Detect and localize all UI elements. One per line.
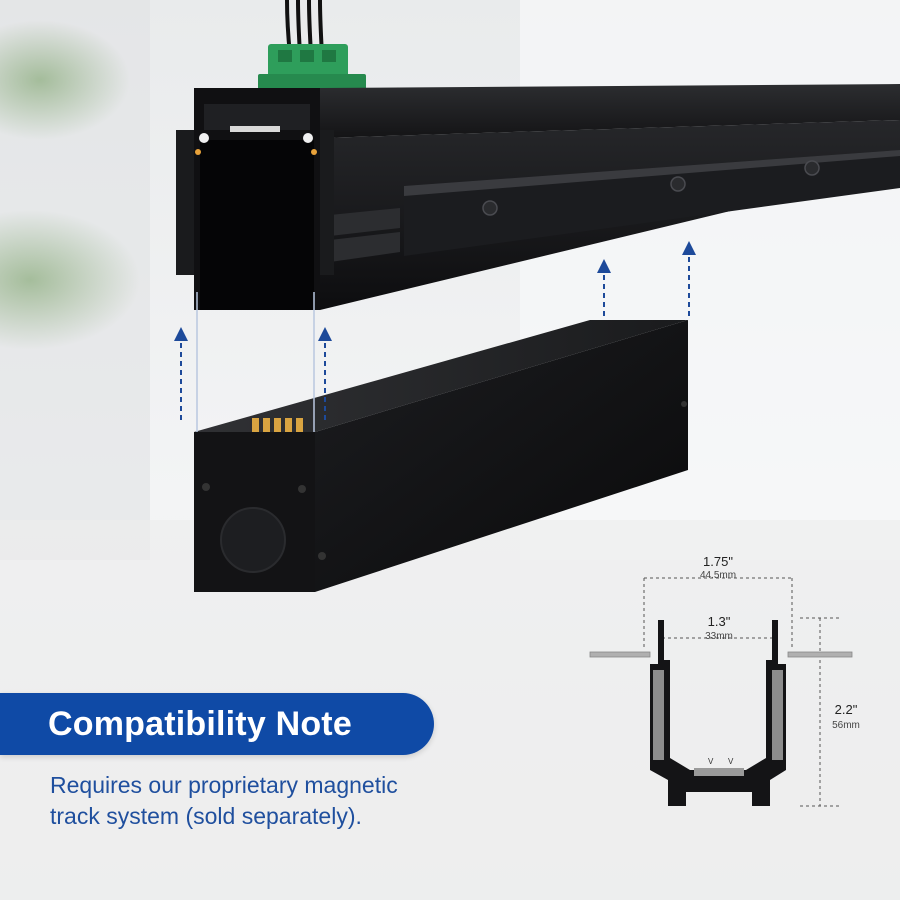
svg-text:V: V bbox=[728, 757, 734, 766]
outer-width-inches: 1.75" bbox=[703, 554, 733, 569]
green-terminal-connector bbox=[258, 44, 366, 90]
svg-text:V: V bbox=[708, 757, 714, 766]
alignment-guides bbox=[174, 241, 696, 432]
profile-dimension-diagram: V V 1.75" 44.5mm 1.3" 33mm 2.2" 56mm bbox=[589, 554, 860, 807]
compatibility-note-line-1: Requires our proprietary magnetic bbox=[50, 772, 398, 798]
depth-mm: 56mm bbox=[832, 720, 860, 731]
pogo-pin-contacts bbox=[252, 418, 303, 432]
outer-width-mm: 44.5mm bbox=[700, 570, 736, 581]
depth-inches: 2.2" bbox=[835, 702, 858, 717]
linear-led-fixture bbox=[194, 320, 688, 592]
inner-width-mm: 33mm bbox=[705, 631, 733, 642]
compatibility-note-badge: Compatibility Note bbox=[0, 693, 434, 755]
compatibility-note-heading: Compatibility Note bbox=[48, 704, 352, 743]
track-end-profile bbox=[176, 88, 334, 310]
compatibility-note-text: Requires our proprietary magnetic track … bbox=[50, 770, 470, 832]
magnetic-track-rail bbox=[320, 84, 900, 310]
compatibility-note-line-2: track system (sold separately). bbox=[50, 803, 362, 829]
inner-width-inches: 1.3" bbox=[708, 614, 731, 629]
